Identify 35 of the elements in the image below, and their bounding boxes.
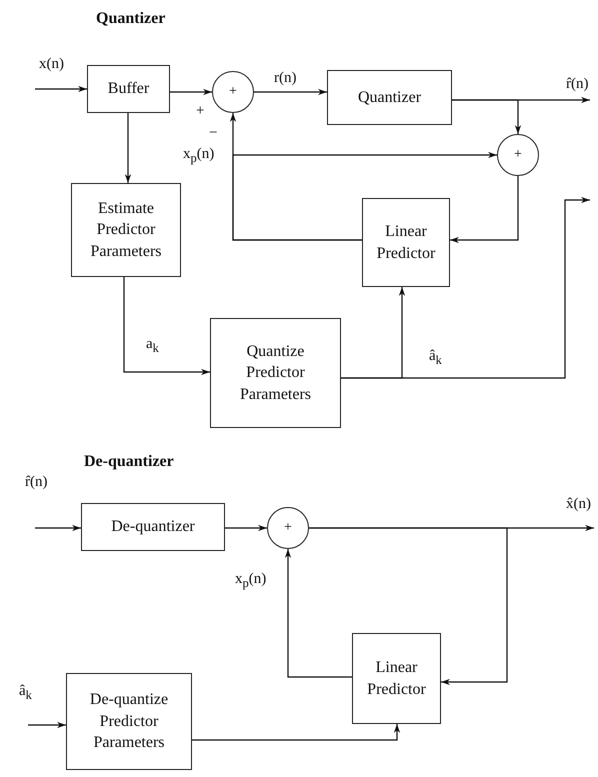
arrow [254,88,327,96]
process-box: Estimate Predictor Parameters [71,183,181,277]
summing-junction: + [212,71,254,113]
arrow [35,524,81,532]
arrow [192,724,400,741]
arrow [225,524,267,532]
arrow [35,86,87,92]
process-box: De-quantize Predictor Parameters [66,673,192,770]
arrow [452,99,522,134]
signal-label: x(n) [38,56,65,72]
arrow [309,527,508,686]
signal-label: r(n) [273,70,298,86]
summing-junction: + [267,507,309,549]
process-box: Buffer [87,65,170,113]
arrow [28,722,66,728]
signal-label: r̂(n) [565,76,590,92]
summing-junction: + [497,134,539,176]
arrow [232,152,497,241]
process-box: Quantize Predictor Parameters [210,318,341,428]
signal-label: x$_{p}$(n) [182,146,216,166]
section-title: Quantizer [95,10,166,28]
signal-label: r̂(n) [24,474,48,490]
arrow [170,88,212,96]
arrow [124,113,132,183]
arrow [284,549,352,678]
process-box: Linear Predictor [362,198,450,287]
process-box: De-quantizer [81,503,225,551]
section-title: De-quantizer [83,453,175,471]
signal-label: x̂(n) [565,496,592,512]
arrow [123,277,210,376]
process-box: Linear Predictor [352,633,441,724]
arrow [450,176,519,244]
process-box: Quantizer [327,70,452,125]
signal-label: x$_{p}$(n) [234,571,268,591]
arrow [341,196,590,379]
